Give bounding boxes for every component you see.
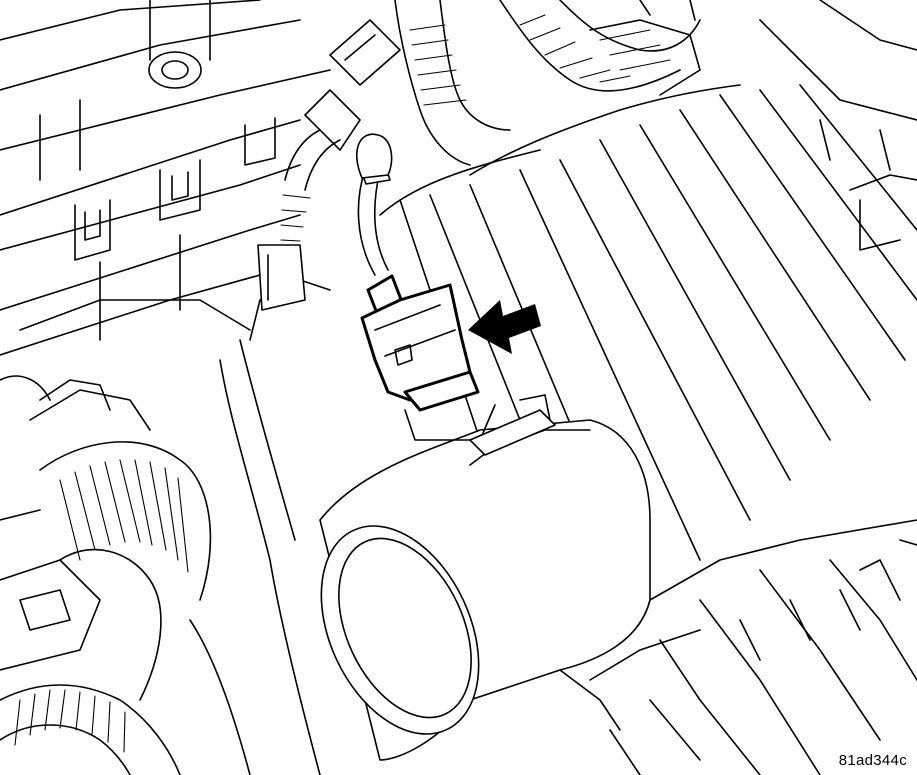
sensor-wire — [357, 134, 392, 275]
arrow-icon — [468, 300, 541, 354]
figure-id-label: 81ad344c — [838, 752, 907, 769]
plug-connector — [258, 20, 400, 310]
sensor — [362, 276, 478, 410]
intake-manifold — [380, 0, 917, 620]
wiring-harness — [395, 0, 700, 165]
throttle-body — [290, 395, 650, 760]
engine-bracket — [0, 0, 330, 355]
flex-hose — [0, 340, 320, 775]
